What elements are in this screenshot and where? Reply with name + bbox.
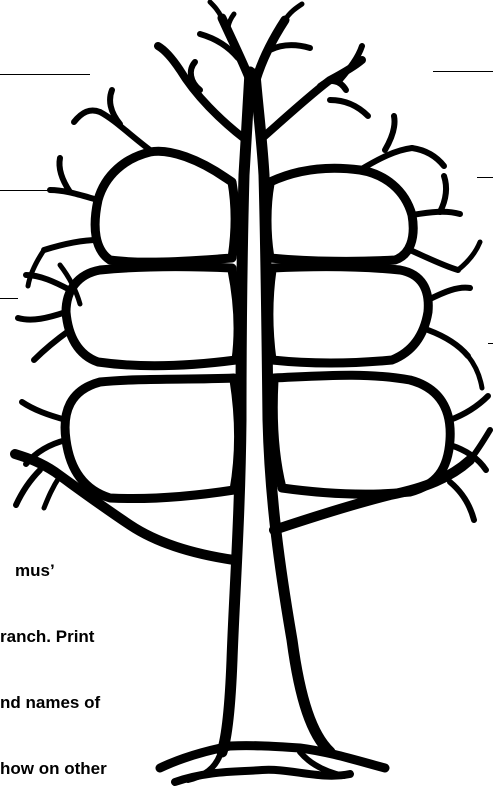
blank-name-line [477,177,493,178]
instructions-line: nd names of [0,692,107,714]
instructions-text: mus’ ranch. Print nd names of how on oth… [0,516,107,802]
blank-name-line [0,298,18,299]
blank-name-line [488,343,493,344]
blank-name-line [0,190,62,191]
right-name-boxes [267,168,450,494]
instructions-line: ranch. Print [0,626,107,648]
instructions-line: mus’ [0,560,107,582]
blank-name-line [0,74,90,75]
blank-name-line [433,71,493,72]
left-name-boxes [65,151,238,498]
instructions-line: how on other [0,758,107,780]
